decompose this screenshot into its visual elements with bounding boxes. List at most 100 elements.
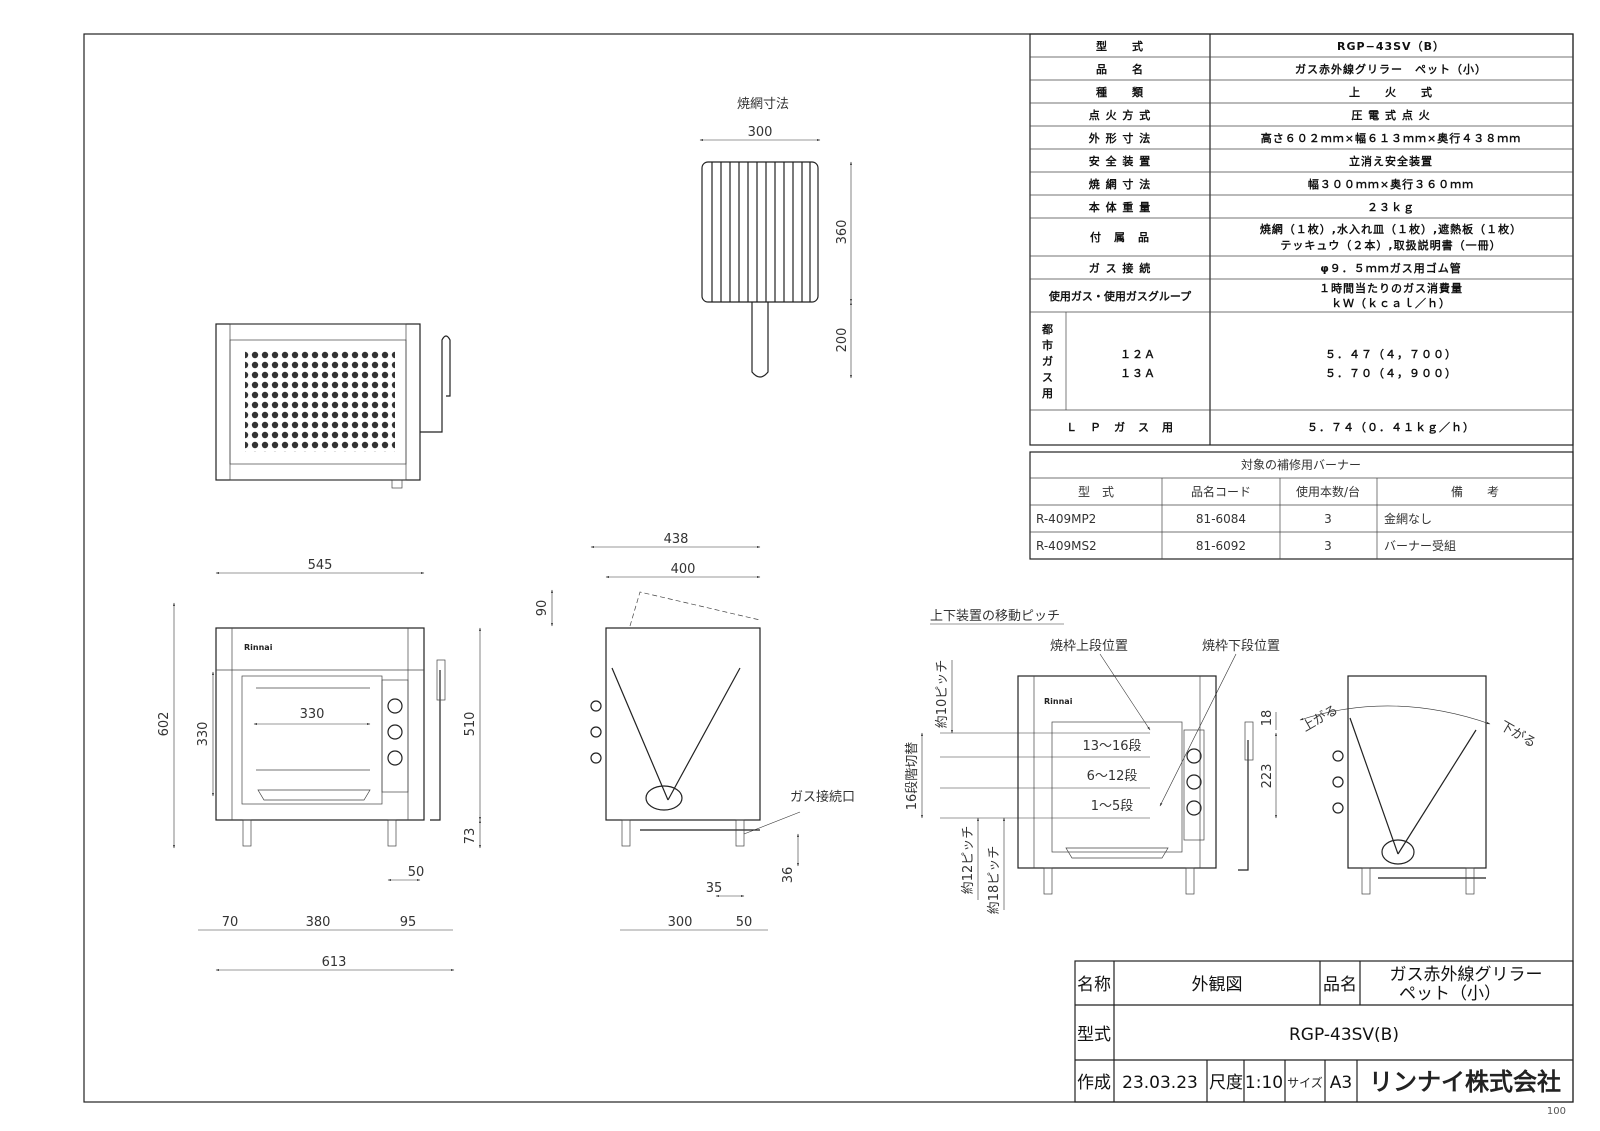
tb-size-label: サイズ: [1287, 1075, 1323, 1090]
dim-net-handle: 200: [835, 328, 850, 353]
burner-row1-code: 81-6084: [1196, 512, 1246, 526]
tb-model-label: 型式: [1077, 1025, 1111, 1045]
spec-label-type: 種 類: [1096, 85, 1144, 99]
tb-name-value: 外観図: [1192, 975, 1243, 995]
burner-row1-qty: 3: [1324, 512, 1332, 526]
svg-text:市: 市: [1042, 338, 1054, 352]
spec-label-size: 外 形 寸 法: [1088, 131, 1152, 145]
side-view-drawing: 438 400 90 ガス接続口 35 36 300 50: [535, 532, 855, 931]
svg-text:ガ: ガ: [1042, 354, 1054, 368]
grill-net-drawing: 焼網寸法 300 360 200: [699, 97, 853, 379]
dim-front-height: 602: [157, 712, 172, 737]
burner-header-code: 品名コード: [1191, 484, 1251, 499]
spec-label-gas-group: 使用ガス・使用ガスグループ: [1048, 289, 1192, 303]
perforated-plate: [245, 350, 395, 452]
spec-label-accessories: 付 属 品: [1090, 230, 1150, 244]
city-gas-vertical-label: 都 市 ガ ス 用: [1041, 322, 1054, 400]
dim-front-total-w: 613: [322, 955, 347, 970]
spec-label-gas-conn: ガ ス 接 続: [1089, 261, 1152, 275]
spec-value-model: RGP−43SV（B）: [1337, 40, 1445, 53]
level-1-5: 1〜5段: [1091, 799, 1134, 814]
svg-text:都: 都: [1041, 322, 1054, 336]
down-label: 下がる: [1497, 719, 1538, 751]
dim-side-depth: 438: [664, 532, 689, 547]
spec-value-consumption-1: １時間当たりのガス消費量: [1319, 281, 1463, 295]
dim-net-width: 300: [748, 125, 773, 140]
tb-scale-label: 尺度: [1209, 1073, 1243, 1093]
level-13-16: 13〜16段: [1082, 739, 1141, 754]
pitch-view-drawing: 上下装置の移動ピッチ 焼枠上段位置 焼枠下段位置 Rinnai 13〜16段 6…: [905, 609, 1280, 914]
burner-row2-model: R-409MS2: [1036, 539, 1097, 553]
burner-table: 対象の補修用バーナー 型 式 品名コード 使用本数/台 備 考 R-409MP2…: [1029, 451, 1574, 560]
pitch-vert-10: 約10ピッチ: [935, 660, 950, 729]
grill-net-title: 焼網寸法: [737, 97, 789, 112]
pitch-vert-18: 約18ピッチ: [987, 846, 1002, 915]
spec-label-weight: 本 体 重 量: [1089, 200, 1152, 214]
burner-row2-code: 81-6092: [1196, 539, 1246, 553]
spec-value-gas-conn: φ９．５ｍｍガス用ゴム管: [1320, 261, 1462, 275]
spec-value-type: 上 火 式: [1349, 85, 1433, 99]
spec-label-net: 焼 網 寸 法: [1089, 177, 1152, 191]
page-number: 100: [1547, 1106, 1566, 1117]
spec-table: 型 式 RGP−43SV（B） 品 名 ガス赤外線グリラー ペット（小） 種 類…: [1029, 33, 1574, 446]
top-view-drawing: [215, 323, 451, 489]
pitch-brand: Rinnai: [1044, 697, 1073, 706]
tb-made-value: 23.03.23: [1122, 1073, 1198, 1093]
burner-header-qty: 使用本数/台: [1296, 484, 1360, 499]
city-gas-13a: １３Ａ: [1120, 367, 1156, 380]
up-label: 上がる: [1300, 703, 1341, 735]
front-brand: Rinnai: [244, 643, 273, 652]
upper-position-label: 焼枠上段位置: [1050, 639, 1128, 654]
spec-value-net: 幅３００ｍｍ×奥行３６０ｍｍ: [1308, 177, 1474, 191]
burner-row2-remarks: バーナー受組: [1384, 539, 1456, 553]
burner-row2-qty: 3: [1324, 539, 1332, 553]
spec-value-accessories-1: 焼網（１枚）,水入れ皿（１枚）,遮熱板（１枚）: [1260, 222, 1522, 236]
dim-front-70: 70: [222, 915, 239, 930]
dim-pitch-18: 18: [1260, 710, 1275, 727]
dim-front-inner-h: 330: [196, 722, 211, 747]
city-gas-12a: １２Ａ: [1120, 348, 1156, 361]
dim-net-depth: 360: [835, 220, 850, 245]
dim-front-380: 380: [306, 915, 331, 930]
svg-text:ス: ス: [1042, 371, 1054, 384]
spec-label-model: 型 式: [1096, 39, 1144, 53]
spec-label-safety: 安 全 装 置: [1089, 154, 1152, 168]
spec-value-consumption-2: ｋＷ（ｋｃａｌ／ｈ）: [1331, 297, 1451, 310]
tb-product-label: 品名: [1323, 975, 1357, 995]
burner-header-remarks: 備 考: [1451, 484, 1499, 499]
tb-company: リンナイ株式会社: [1369, 1068, 1561, 1096]
spec-value-size: 高さ６０２ｍｍ×幅６１３ｍｍ×奥行４３８ｍｍ: [1261, 131, 1521, 145]
level-6-12: 6〜12段: [1087, 769, 1138, 784]
spec-value-weight: ２３ｋｇ: [1367, 201, 1415, 215]
gas-connection-label: ガス接続口: [790, 789, 855, 805]
spec-label-name: 品 名: [1096, 62, 1144, 76]
drawing-frame: [83, 33, 1574, 1103]
dim-front-top: 545: [308, 558, 333, 573]
tb-made-label: 作成: [1077, 1073, 1111, 1093]
spec-label-ignition: 点 火 方 式: [1089, 108, 1152, 122]
dim-front-body-h: 510: [463, 712, 478, 737]
city-gas-12a-value: ５．４７（４，７００）: [1325, 348, 1457, 361]
pitch-vert-16: 16段階切替: [905, 742, 920, 811]
dim-side-50: 50: [736, 915, 753, 930]
lp-gas-label: Ｌ Ｐ ガ ス 用: [1066, 420, 1174, 434]
tb-size-value: A3: [1330, 1073, 1352, 1093]
tb-scale-value: 1:10: [1245, 1073, 1283, 1093]
spec-value-name: ガス赤外線グリラー ペット（小）: [1295, 62, 1487, 76]
dim-front-inner-w: 330: [300, 707, 325, 722]
tb-model-value: RGP-43SV(B): [1289, 1025, 1399, 1045]
lp-gas-value: ５．７４（０．４１ｋｇ／ｈ）: [1307, 421, 1475, 435]
burner-table-title: 対象の補修用バーナー: [1241, 457, 1361, 472]
burner-row1-model: R-409MP2: [1036, 512, 1096, 526]
tb-name-label: 名称: [1077, 975, 1111, 995]
front-view-drawing: 545 Rinnai 602 330 330 510 73 50 70 380 …: [157, 558, 482, 972]
dim-side-35: 35: [706, 881, 723, 896]
city-gas-13a-value: ５．７０（４，９００）: [1325, 367, 1457, 380]
dim-front-leg: 73: [463, 828, 478, 845]
handle-angle-drawing: 上がる 下がる: [1300, 675, 1538, 895]
lower-position-label: 焼枠下段位置: [1202, 639, 1280, 654]
burner-row1-remarks: 金網なし: [1384, 511, 1432, 526]
pitch-vert-12: 約12ピッチ: [961, 826, 976, 895]
dim-front-50: 50: [408, 865, 425, 880]
